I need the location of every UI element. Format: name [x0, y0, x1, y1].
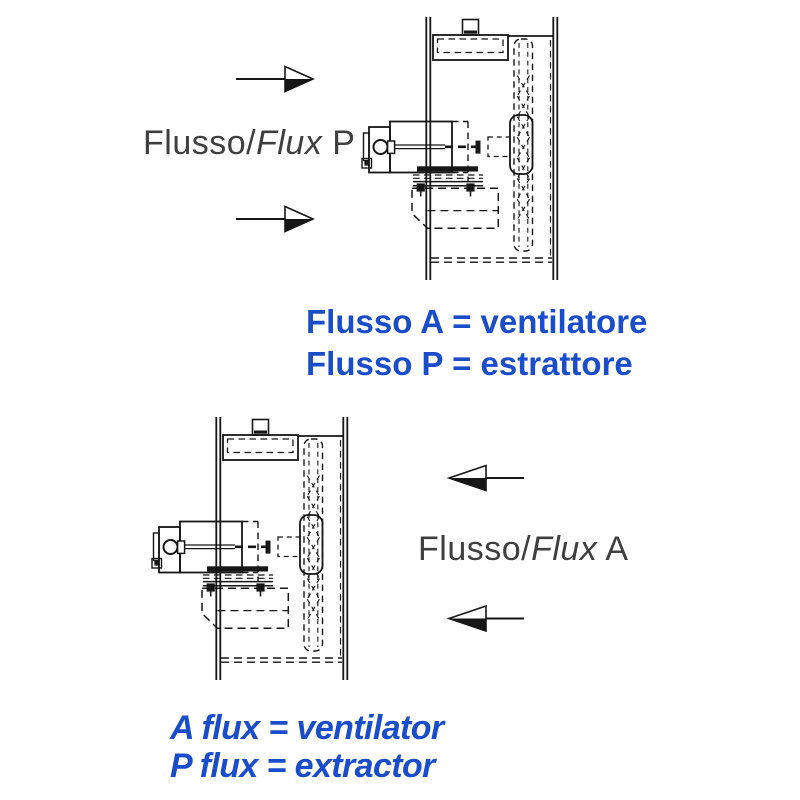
flux-a-regular: Flusso/ [418, 530, 532, 568]
flux-a-italic: Flux [531, 530, 598, 568]
fan-unit-drawing-top [360, 15, 559, 282]
flow-label-flux-p: Flusso/Flux P [143, 126, 355, 160]
legend-italian: Flusso A = ventilatore Flusso P = estrat… [306, 301, 647, 385]
legend-english: A flux = ventilator P flux = extractor [170, 709, 444, 785]
flow-arrow-left-icon [448, 464, 525, 492]
flux-p-letter: P [332, 124, 356, 162]
flow-arrow-right-icon [235, 65, 314, 93]
fan-unit-drawing-bottom [150, 415, 349, 682]
flow-arrow-right-icon [235, 205, 314, 233]
legend-english-line1: A flux = ventilator [170, 709, 444, 747]
legend-english-line2: P flux = extractor [170, 747, 435, 785]
flux-a-letter: A [605, 530, 629, 568]
flux-p-regular: Flusso/ [143, 124, 257, 162]
flow-label-flux-a: Flusso/Flux A [418, 532, 629, 566]
flow-arrow-left-icon [448, 605, 525, 632]
legend-italian-line1: Flusso A = ventilatore [306, 303, 648, 340]
flux-p-italic: Flux [256, 124, 323, 162]
legend-italian-line2: Flusso P = estrattore [306, 345, 633, 382]
